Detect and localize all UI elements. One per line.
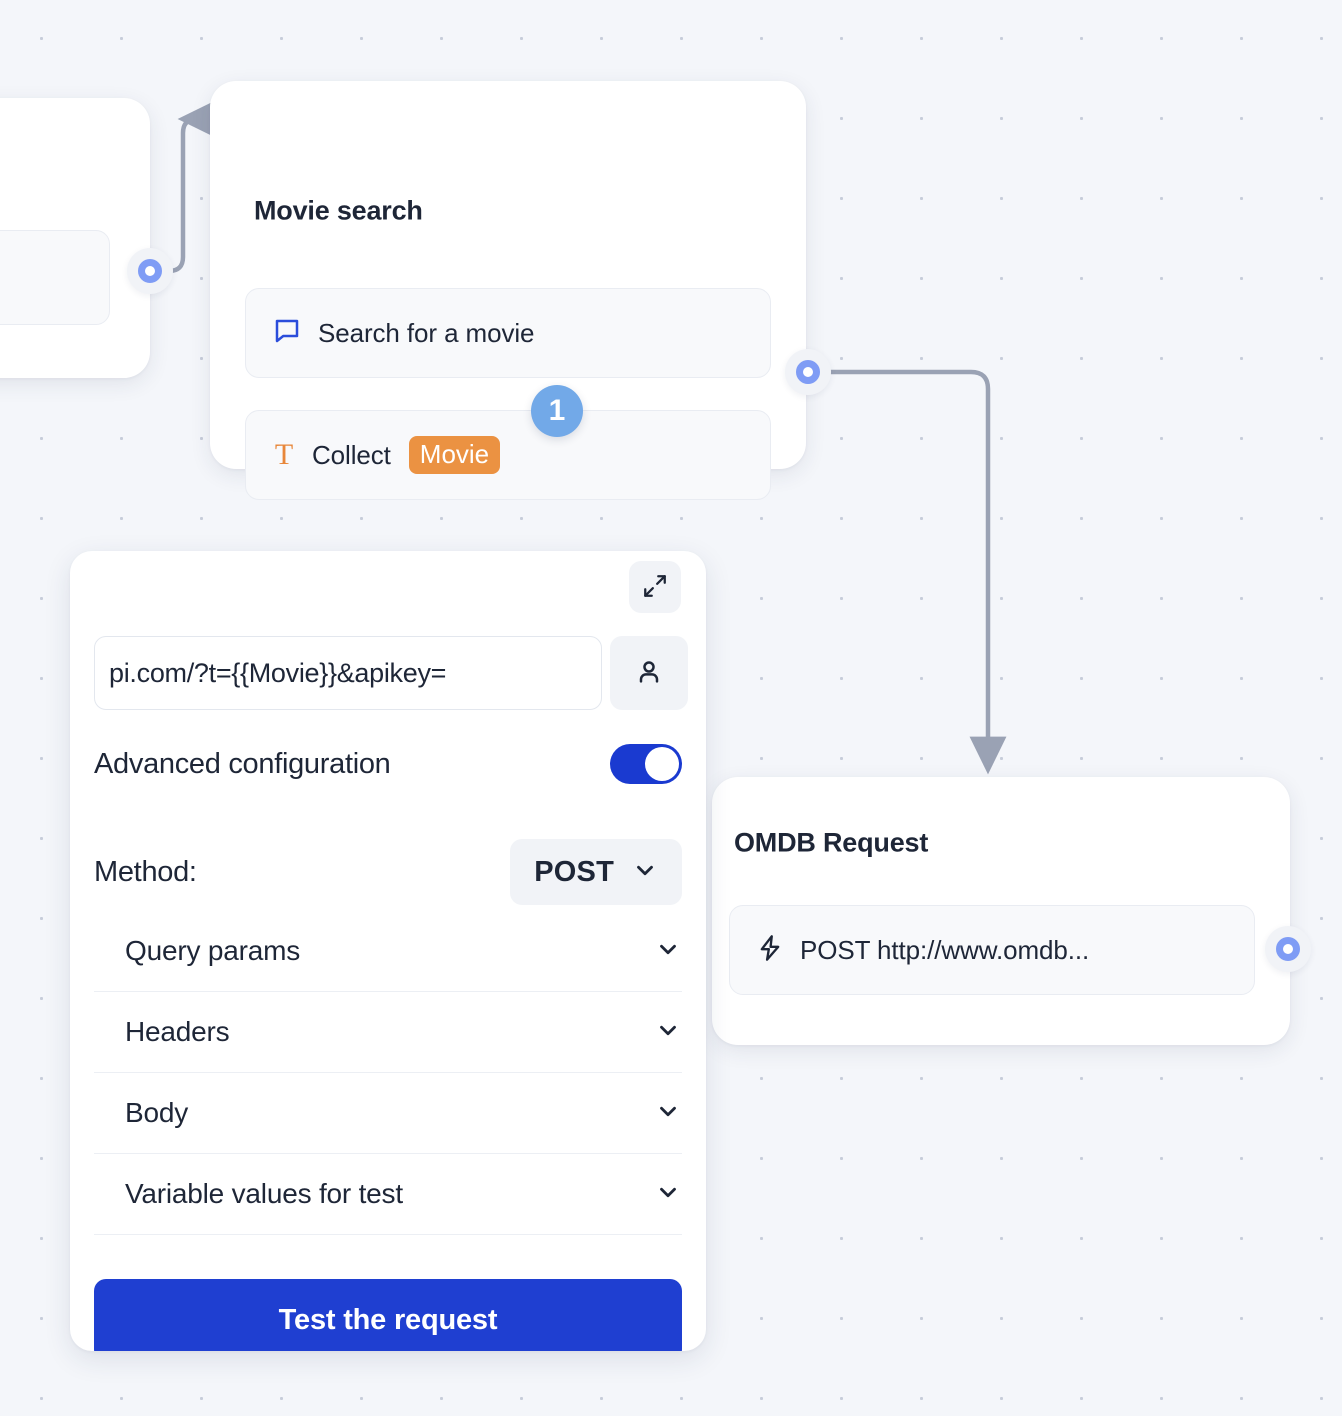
node-previous[interactable] — [0, 98, 150, 378]
accordion-label: Headers — [125, 1016, 230, 1047]
accordion-label: Variable values for test — [125, 1178, 403, 1209]
accordion-label: Body — [125, 1097, 189, 1128]
auth-user-button[interactable] — [610, 636, 688, 710]
expand-diagonal-icon — [642, 573, 668, 602]
url-row — [94, 636, 688, 710]
accordion-item-body[interactable]: Body — [94, 1073, 682, 1154]
request-config-panel[interactable]: Advanced configuration Method: POST Quer… — [70, 551, 706, 1351]
chevron-down-icon — [655, 1098, 681, 1129]
port-movie-search-output[interactable] — [785, 349, 831, 395]
method-select[interactable]: POST — [510, 839, 682, 905]
expand-panel-button[interactable] — [629, 561, 681, 613]
chevron-down-icon — [655, 1179, 681, 1210]
test-the-request-button[interactable]: Test the request — [94, 1279, 682, 1351]
variable-chip-movie[interactable]: Movie — [408, 436, 501, 474]
step-badge-1: 1 — [531, 385, 583, 437]
speech-bubble-icon — [272, 316, 302, 351]
accordion-label: Query params — [125, 935, 300, 966]
node-previous-row[interactable] — [0, 230, 110, 325]
method-label: Method: — [94, 855, 197, 888]
node-row-label: POST http://www.omdb... — [800, 934, 1090, 965]
node-omdb-request[interactable]: OMDB Request POST http://www.omdb... — [712, 777, 1290, 1045]
node-row-label: Collect — [312, 439, 391, 470]
port-ring-icon — [1276, 937, 1300, 961]
node-row-collect-movie[interactable]: T Collect Movie — [245, 410, 771, 500]
accordion-item-headers[interactable]: Headers — [94, 992, 682, 1073]
port-previous-node-output[interactable] — [127, 248, 173, 294]
accordion-item-query-params[interactable]: Query params — [94, 911, 682, 992]
advanced-configuration-row: Advanced configuration — [94, 744, 682, 784]
advanced-configuration-label: Advanced configuration — [94, 747, 391, 780]
node-row-search-for-a-movie[interactable]: Search for a movie — [245, 288, 771, 378]
advanced-configuration-toggle[interactable] — [610, 744, 682, 784]
port-ring-icon — [796, 360, 820, 384]
chevron-down-icon — [655, 1017, 681, 1048]
lightning-bolt-icon — [756, 933, 784, 968]
port-ring-icon — [138, 259, 162, 283]
chevron-down-icon — [655, 936, 681, 967]
node-movie-search[interactable]: Movie search Search for a movie T Collec… — [210, 81, 806, 500]
text-t-icon: T — [274, 438, 294, 471]
request-accordion: Query params Headers Body Variable value… — [94, 911, 682, 1235]
method-value: POST — [534, 855, 614, 888]
node-row-post-request[interactable]: POST http://www.omdb... — [729, 905, 1255, 995]
node-row-label: Search for a movie — [318, 317, 535, 348]
toggle-knob — [645, 747, 679, 781]
request-url-input[interactable] — [94, 636, 602, 710]
accordion-item-variable-values-for-test[interactable]: Variable values for test — [94, 1154, 682, 1235]
port-omdb-request-output[interactable] — [1265, 926, 1311, 972]
method-row: Method: POST — [94, 839, 682, 905]
node-omdb-request-title: OMDB Request — [734, 827, 929, 858]
person-icon — [634, 657, 664, 690]
node-movie-search-title: Movie search — [254, 195, 423, 226]
chevron-down-icon — [632, 857, 658, 888]
